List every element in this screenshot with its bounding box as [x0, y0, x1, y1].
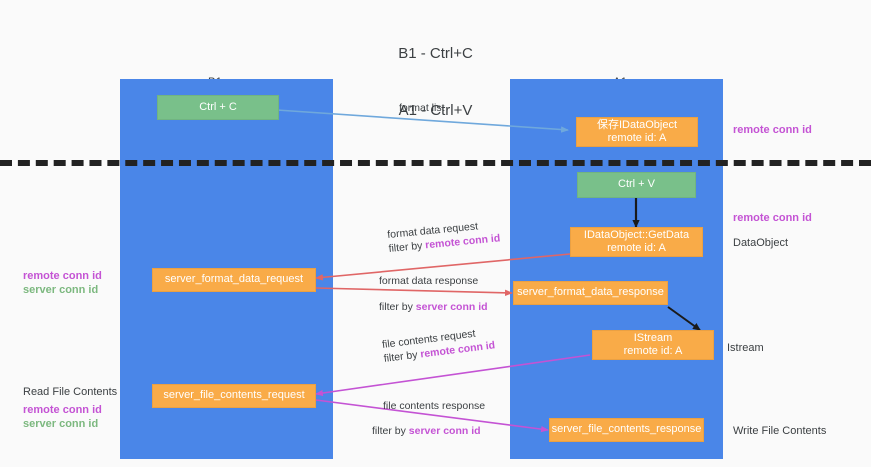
box-server-format-data-response-label: server_format_data_response [517, 286, 664, 299]
annotation-write-file-contents: Write File Contents [733, 425, 827, 437]
annotation-left-remote-conn-id-2: remote conn id [23, 404, 102, 416]
edge-label-file-contents-response-filter: filter by server conn id [372, 424, 485, 438]
annotation-remote-conn-id-middle: remote conn id [733, 212, 812, 224]
annotation-istream: Istream [727, 342, 764, 354]
box-istream-line2: remote id: A [623, 345, 683, 357]
box-save-dataobject[interactable]: 保存IDataObject remote id: A [576, 117, 698, 147]
annotation-read-file-contents: Read File Contents [23, 386, 118, 398]
box-ctrl-v-label: Ctrl + V [618, 178, 655, 191]
annotation-remote-conn-id-top: remote conn id [733, 124, 812, 136]
filter-prefix-1: filter by [388, 239, 426, 255]
box-save-dataobject-line1: 保存IDataObject [596, 118, 678, 131]
edge-label-format-data-response: format data response filter by server co… [379, 274, 488, 314]
box-save-dataobject-line2: remote id: A [607, 132, 667, 144]
box-server-file-contents-request[interactable]: server_file_contents_request [152, 384, 316, 408]
edge-label-file-contents-request: file contents request filter by remote c… [381, 324, 496, 365]
diagram-title-line1: B1 - Ctrl+C [398, 45, 473, 62]
edge-label-file-contents-response: file contents response filter by server … [372, 399, 486, 438]
box-server-file-contents-response-label: server_file_contents_response [551, 423, 702, 436]
filter-prefix-2: filter by [379, 301, 416, 313]
annotation-left-remote-conn-id-1: remote conn id [23, 270, 102, 282]
filter-keyword-2: server conn id [415, 301, 488, 313]
edge-label-file-contents-response-text: file contents response [383, 400, 486, 412]
phase-divider [0, 160, 871, 166]
box-ctrl-v[interactable]: Ctrl + V [577, 172, 696, 198]
box-ctrl-c[interactable]: Ctrl + C [157, 95, 279, 120]
filter-prefix-3: filter by [383, 348, 422, 365]
box-getdata[interactable]: IDataObject::GetData remote id: A [570, 227, 703, 257]
edge-label-format-data-response-text: format data response [379, 275, 479, 287]
box-server-file-contents-request-label: server_file_contents_request [163, 389, 305, 402]
box-server-file-contents-response[interactable]: server_file_contents_response [549, 418, 704, 442]
edge-label-format-list: format list [399, 102, 445, 114]
annotation-left-server-conn-id-1: server conn id [23, 284, 99, 296]
box-server-format-data-request-label: server_format_data_request [164, 273, 304, 286]
box-istream[interactable]: IStream remote id: A [592, 330, 714, 360]
box-getdata-line2: remote id: A [607, 242, 666, 254]
annotation-dataobject: DataObject [733, 237, 789, 249]
box-getdata-line1: IDataObject::GetData [583, 228, 690, 241]
box-istream-line1: IStream [633, 331, 673, 344]
box-ctrl-c-label: Ctrl + C [199, 100, 237, 113]
filter-keyword-4: server conn id [408, 425, 481, 437]
box-server-format-data-request[interactable]: server_format_data_request [152, 268, 316, 292]
edge-label-format-data-request: format data request filter by remote con… [387, 217, 501, 256]
box-server-format-data-response[interactable]: server_format_data_response [513, 281, 668, 305]
filter-prefix-4: filter by [372, 425, 409, 437]
edge-label-format-data-response-filter: filter by server conn id [379, 300, 488, 314]
annotation-left-server-conn-id-2: server conn id [23, 418, 99, 430]
